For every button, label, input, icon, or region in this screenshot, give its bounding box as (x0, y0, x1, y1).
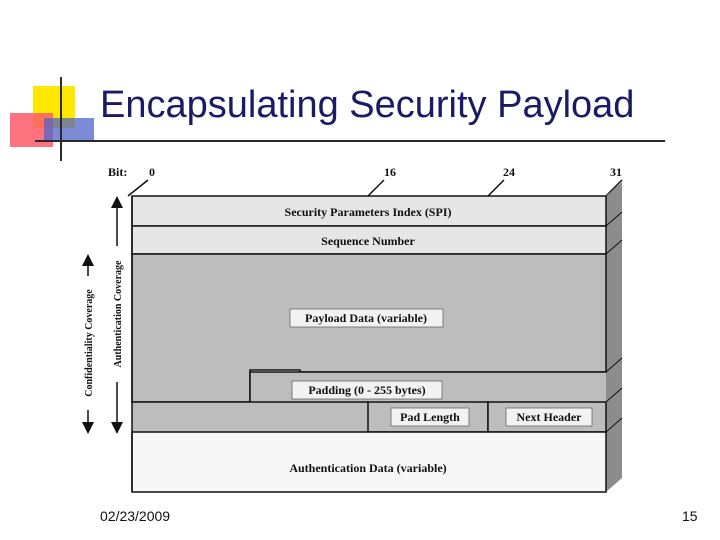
field-auth-label: Authentication Data (variable) (289, 461, 446, 475)
bit-marker-0: 0 (149, 165, 155, 179)
field-next-header-label: Next Header (517, 410, 583, 424)
bit-marker-16: 16 (384, 165, 396, 179)
footer-page-number: 15 (682, 508, 698, 524)
auth-arrow-head-up (111, 196, 123, 208)
title-underline (35, 140, 665, 142)
bit-marker-24: 24 (503, 165, 515, 179)
decorative-blue-square (44, 118, 94, 140)
confidentiality-coverage-label: Confidentiality Coverage (84, 289, 95, 397)
bit-label: Bit: (108, 165, 127, 179)
bit-marker-31: 31 (610, 165, 622, 179)
footer-date: 02/23/2009 (100, 508, 171, 524)
field-padding (132, 402, 368, 432)
bit-tick-24 (487, 179, 505, 197)
field-authentication-data (131, 431, 607, 493)
conf-arrow-head-up (82, 254, 94, 266)
authentication-coverage-label: Authentication Coverage (113, 260, 124, 367)
payload-label-box (289, 308, 444, 328)
auth-arrow-head-down (111, 422, 123, 434)
field-sequence-label: Sequence Number (321, 234, 415, 248)
field-padding-label: Padding (0 - 255 bytes) (308, 383, 425, 397)
bit-tick-0 (127, 179, 149, 197)
field-spi-label: Security Parameters Index (SPI) (285, 205, 452, 219)
padding-label-box (291, 380, 443, 400)
field-sequence-number (131, 225, 607, 255)
slide-title: Encapsulating Security Payload (100, 84, 635, 126)
conf-arrow-head-down (82, 422, 94, 434)
field-payload-label: Payload Data (variable) (305, 311, 427, 325)
field-pad-length-label: Pad Length (400, 410, 460, 424)
frame-side-shadow (606, 182, 622, 492)
bit-tick-16 (367, 179, 385, 197)
decorative-vertical-line (60, 77, 62, 161)
bit-tick-31 (605, 179, 623, 197)
